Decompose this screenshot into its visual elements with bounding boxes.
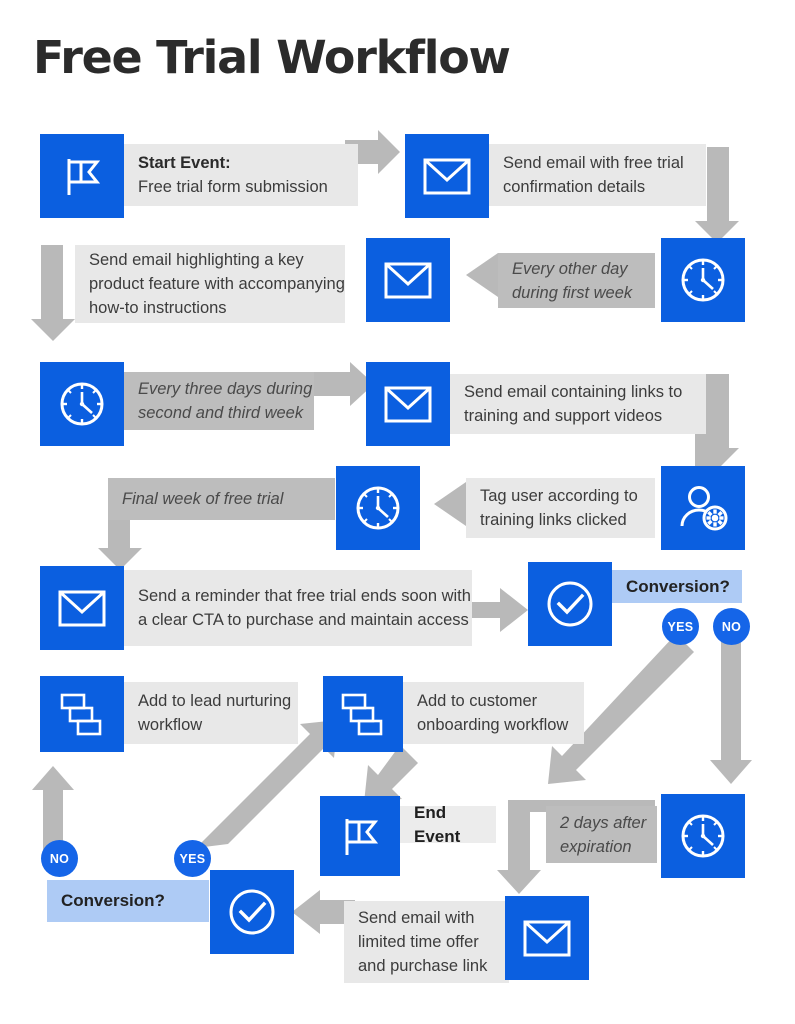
conversion-1-label: Conversion?: [612, 570, 742, 603]
timer-final-week-text: Final week of free trial: [108, 478, 335, 520]
user-gear-icon: [680, 486, 728, 531]
customer-onboarding-text: Add to customer onboarding workflow: [403, 682, 584, 744]
flag-icon: [67, 159, 101, 195]
clock-icon: [681, 258, 725, 302]
conversion-2-no-badge[interactable]: NO: [41, 840, 78, 877]
conversion-1-icon-box: [528, 562, 612, 646]
conversion-2-label: Conversion?: [47, 880, 209, 922]
customer-onboarding-icon-box: [323, 676, 403, 752]
workflow-icon: [341, 693, 383, 736]
flag-icon: [345, 819, 379, 855]
end-event-icon-box: [320, 796, 400, 876]
tag-user-icon-box: [661, 466, 745, 550]
envelope-icon: [523, 920, 571, 957]
email-reminder-text: Send a reminder that free trial ends soo…: [124, 570, 472, 646]
lead-nurturing-icon-box: [40, 676, 124, 752]
check-circle-icon: [229, 889, 275, 935]
start-event-label-bold: Start Event:: [138, 154, 231, 172]
email-limited-offer-icon-box: [505, 896, 589, 980]
email-confirmation-text: Send email with free trial confirmation …: [489, 144, 706, 206]
start-event-label: Free trial form submission: [138, 178, 328, 196]
email-training-links-text: Send email containing links to training …: [450, 374, 706, 434]
timer-two-days-text: 2 days after expiration: [546, 806, 657, 863]
clock-icon: [356, 486, 400, 530]
timer-final-week-icon-box: [336, 466, 420, 550]
timer-every-other-day-text: Every other day during first week: [498, 253, 655, 308]
email-limited-offer-text: Send email with limited time offer and p…: [344, 901, 509, 983]
email-confirmation-icon-box: [405, 134, 489, 218]
conversion-2-icon-box: [210, 870, 294, 954]
start-event-text: Start Event: Free trial form submission: [124, 144, 358, 206]
conversion-1-yes-badge[interactable]: YES: [662, 608, 699, 645]
envelope-icon: [58, 590, 106, 627]
workflow-icon: [60, 693, 102, 736]
envelope-icon: [384, 262, 432, 299]
conversion-1-no-badge[interactable]: NO: [713, 608, 750, 645]
end-event-label: End Event: [400, 803, 496, 846]
start-event-icon-box: [40, 134, 124, 218]
email-reminder-icon-box: [40, 566, 124, 650]
timer-every-three-days-icon-box: [40, 362, 124, 446]
timer-every-three-days-text: Every three days during second and third…: [124, 372, 314, 430]
timer-every-other-day-icon-box: [661, 238, 745, 322]
page-title: Free Trial Workflow: [33, 31, 511, 84]
check-circle-icon: [547, 581, 593, 627]
email-training-links-icon-box: [366, 362, 450, 446]
envelope-icon: [384, 386, 432, 423]
email-key-feature-icon-box: [366, 238, 450, 322]
clock-icon: [681, 814, 725, 858]
clock-icon: [60, 382, 104, 426]
timer-two-days-icon-box: [661, 794, 745, 878]
email-key-feature-text: Send email highlighting a key product fe…: [75, 245, 345, 323]
lead-nurturing-text: Add to lead nurturing workflow: [124, 682, 298, 744]
tag-user-text: Tag user according to training links cli…: [466, 478, 655, 538]
conversion-2-yes-badge[interactable]: YES: [174, 840, 211, 877]
envelope-icon: [423, 158, 471, 195]
